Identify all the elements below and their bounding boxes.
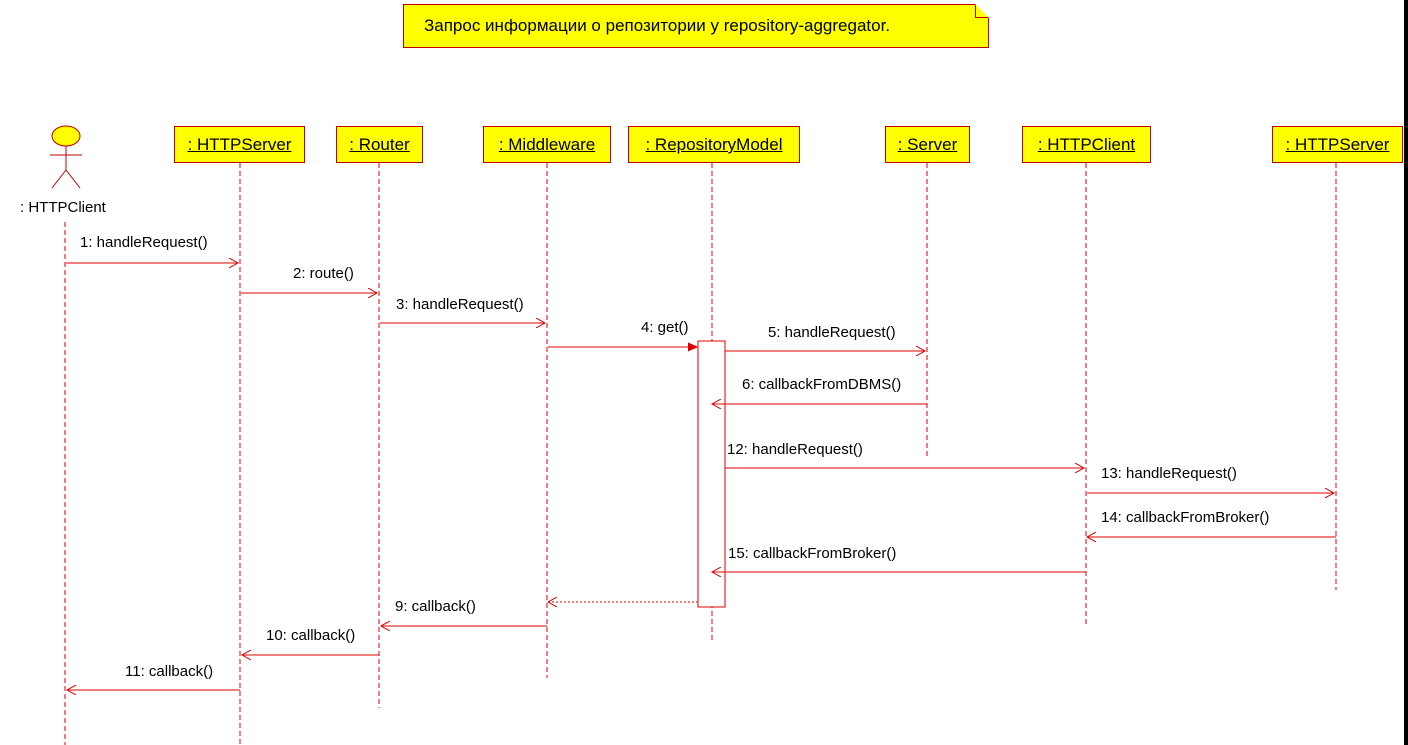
msg-2-label: 2: route() — [293, 265, 354, 282]
actor-figure — [50, 125, 82, 189]
activation-bar — [697, 340, 726, 608]
msg-14-label: 14: callbackFromBroker() — [1101, 509, 1270, 526]
msg-10-label: 10: callback() — [266, 627, 356, 644]
msg-6-label: 6: callbackFromDBMS() — [742, 376, 902, 393]
object-server: : Server — [885, 126, 970, 163]
msg-11-label: 11: callback() — [125, 663, 214, 680]
msg-15-label: 15: callbackFromBroker() — [728, 545, 897, 562]
note-text: Запрос информации о репозитории у reposi… — [424, 16, 891, 35]
msg-1-label: 1: handleRequest() — [80, 234, 208, 251]
object-middleware: : Middleware — [483, 126, 611, 163]
object-httpserver-remote: : HTTPServer — [1272, 126, 1403, 163]
msg-12-label: 12: handleRequest() — [727, 441, 863, 458]
msg-13-label: 13: handleRequest() — [1101, 465, 1237, 482]
object-router: : Router — [336, 126, 423, 163]
note-fold — [975, 5, 988, 18]
actor-label: : HTTPClient — [20, 199, 106, 216]
msg-3-label: 3: handleRequest() — [396, 296, 524, 313]
msg-9-label: 9: callback() — [395, 598, 476, 615]
msg-5-label: 5: handleRequest() — [768, 324, 896, 341]
object-httpserver: : HTTPServer — [174, 126, 305, 163]
note-corner — [975, 4, 989, 18]
object-httpclient: : HTTPClient — [1022, 126, 1151, 163]
msg-4-label: 4: get() — [641, 319, 689, 336]
object-repositorymodel: : RepositoryModel — [628, 126, 800, 163]
diagram-title-note: Запрос информации о репозитории у reposi… — [403, 4, 989, 48]
window-edge — [1404, 0, 1408, 745]
